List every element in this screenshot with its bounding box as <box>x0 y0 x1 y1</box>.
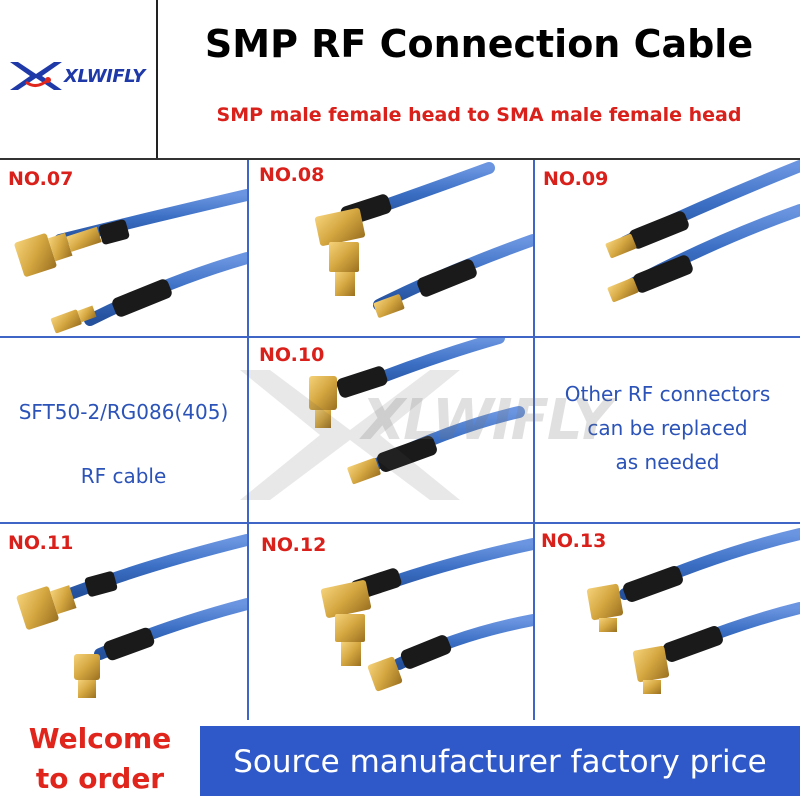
product-cell-no10[interactable]: NO.10 <box>249 338 533 522</box>
product-grid: NO.07 NO.08 <box>0 160 800 720</box>
grid-line-h1 <box>0 336 800 338</box>
product-cell-no09[interactable]: NO.09 <box>535 160 800 336</box>
cable-assembly-illustration <box>605 160 800 303</box>
header-bottom-rule <box>0 158 800 160</box>
page-title: SMP RF Connection Cable <box>204 22 754 66</box>
product-cell-no07[interactable]: NO.07 <box>0 160 247 336</box>
product-cell-no08[interactable]: NO.08 <box>249 160 533 336</box>
item-number: NO.08 <box>259 164 325 186</box>
cable-type: RF cable <box>80 464 167 488</box>
brand-logo: XLWIFLY <box>0 0 155 160</box>
item-number: NO.10 <box>259 344 325 366</box>
cable-assembly-illustration <box>309 338 525 485</box>
grid-line-v2 <box>533 160 535 720</box>
brand-watermark-text: XLWIFLY <box>362 388 612 453</box>
welcome-message: Welcome to order <box>0 722 200 800</box>
brand-mark-icon <box>10 62 62 90</box>
item-number: NO.09 <box>543 168 609 190</box>
note-line-1: Other RF connectors <box>564 382 771 406</box>
product-cell-no13[interactable]: NO.13 <box>535 524 800 720</box>
cable-assembly-illustration <box>314 162 533 318</box>
brand-name: XLWIFLY <box>64 66 145 87</box>
product-cell-no12[interactable]: NO.12 <box>249 524 533 720</box>
cable-assembly-illustration <box>16 534 247 698</box>
page-subtitle: SMP male female head to SMA male female … <box>216 104 742 126</box>
product-cell-no11[interactable]: NO.11 <box>0 524 247 720</box>
header: XLWIFLY SMP RF Connection Cable SMP male… <box>0 0 800 160</box>
item-number: NO.13 <box>541 530 607 552</box>
cable-assembly-illustration <box>320 538 533 692</box>
cable-assembly-illustration <box>14 189 247 334</box>
grid-line-h2 <box>0 522 800 524</box>
header-divider <box>156 0 158 158</box>
price-banner: Source manufacturer factory price <box>200 726 800 796</box>
cable-assembly-illustration <box>586 528 800 694</box>
note-line-3: as needed <box>615 450 720 474</box>
welcome-line-1: Welcome <box>28 722 172 755</box>
connectors-note-cell: Other RF connectors can be replaced as n… <box>535 338 800 522</box>
welcome-line-2: to order <box>35 762 165 795</box>
item-number: NO.07 <box>8 168 74 190</box>
price-banner-text: Source manufacturer factory price <box>233 744 767 780</box>
cable-info-cell: SFT50-2/RG086(405) RF cable <box>0 338 247 522</box>
note-line-2: can be replaced <box>587 416 748 440</box>
grid-line-v1 <box>247 160 249 720</box>
cable-spec: SFT50-2/RG086(405) <box>18 400 229 424</box>
item-number: NO.12 <box>261 534 327 556</box>
item-number: NO.11 <box>8 532 74 554</box>
